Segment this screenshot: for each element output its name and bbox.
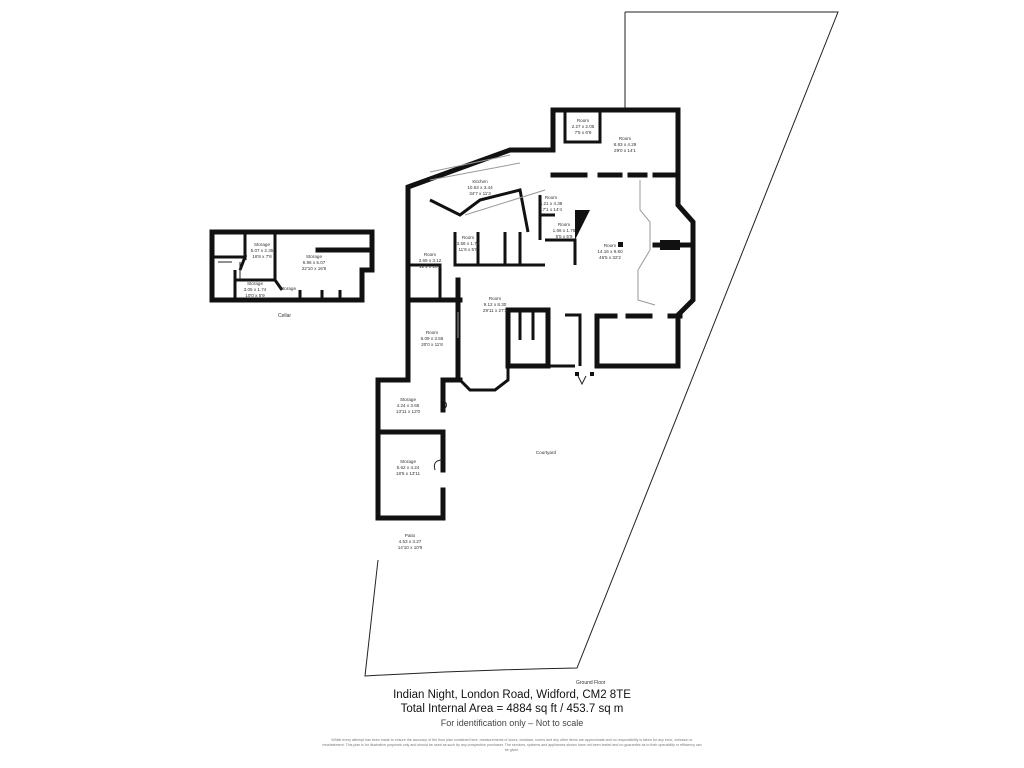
courtyard-boundary: [364, 11, 839, 677]
svg-text:11'9 x 5'9: 11'9 x 5'9: [458, 247, 477, 252]
svg-text:Storage: Storage: [280, 286, 297, 291]
ground-floor-label: Ground Floor: [576, 680, 606, 686]
svg-text:Storage: Storage: [247, 281, 264, 286]
svg-text:Room: Room: [462, 235, 474, 240]
svg-text:Kitchen: Kitchen: [472, 179, 488, 184]
svg-text:Patio: Patio: [405, 533, 416, 538]
svg-text:12'1 x 10'3: 12'1 x 10'3: [419, 264, 441, 269]
svg-text:14'10 x 10'9: 14'10 x 10'9: [398, 545, 423, 550]
svg-text:10.53 x 3.44: 10.53 x 3.44: [467, 185, 493, 190]
svg-text:6.09 x 3.56: 6.09 x 3.56: [421, 336, 444, 341]
svg-text:29'11 x 27'3: 29'11 x 27'3: [483, 308, 508, 313]
svg-text:Storage: Storage: [400, 459, 417, 464]
svg-text:7'5 x 6'9: 7'5 x 6'9: [575, 130, 592, 135]
svg-text:Room: Room: [545, 195, 557, 200]
svg-text:17'1 x 14'4: 17'1 x 14'4: [540, 207, 562, 212]
svg-text:4.53 x 3.27: 4.53 x 3.27: [399, 539, 422, 544]
ground-floor-walls: [375, 107, 696, 521]
svg-text:Storage: Storage: [254, 242, 271, 247]
svg-text:Storage: Storage: [400, 397, 417, 402]
svg-text:5.62 x 4.24: 5.62 x 4.24: [397, 465, 420, 470]
svg-text:2.27 x 2.05: 2.27 x 2.05: [572, 124, 595, 129]
svg-text:5.07 x 2.35: 5.07 x 2.35: [251, 248, 274, 253]
svg-text:6.96 x 5.07: 6.96 x 5.07: [303, 260, 326, 265]
svg-text:Room: Room: [577, 118, 589, 123]
svg-text:22'10 x 16'8: 22'10 x 16'8: [302, 266, 327, 271]
cellar-floor-label: Cellar: [278, 313, 292, 319]
svg-text:1.66 x 1.75: 1.66 x 1.75: [553, 228, 576, 233]
svg-text:3.69 x 3.12: 3.69 x 3.12: [419, 258, 442, 263]
svg-text:3.58 x 1.74: 3.58 x 1.74: [457, 241, 480, 246]
svg-text:13'11 x 12'0: 13'11 x 12'0: [396, 409, 421, 414]
svg-text:5'5 x 5'9: 5'5 x 5'9: [556, 234, 573, 239]
svg-text:3.05 x 1.74: 3.05 x 1.74: [244, 287, 267, 292]
svg-text:Room: Room: [426, 330, 438, 335]
room-label: Courtyard: [536, 450, 557, 455]
svg-text:18'5 x 13'11: 18'5 x 13'11: [396, 471, 421, 476]
identification-note: For identification only – Not to scale: [440, 718, 584, 728]
svg-text:Room: Room: [619, 136, 631, 141]
svg-text:10'0 x 5'9: 10'0 x 5'9: [245, 293, 265, 298]
cellar-walls: [209, 229, 375, 303]
svg-text:4.24 x 3.66: 4.24 x 3.66: [397, 403, 420, 408]
disclaimer: Whilst every attempt has been made to en…: [322, 738, 702, 752]
svg-text:20'0 x 11'8: 20'0 x 11'8: [421, 342, 443, 347]
svg-text:14.16 x 9.80: 14.16 x 9.80: [597, 249, 623, 254]
svg-text:Storage: Storage: [306, 254, 323, 259]
svg-text:Courtyard: Courtyard: [536, 450, 557, 455]
total-area: Total Internal Area = 4884 sq ft / 453.7…: [400, 703, 624, 715]
svg-text:9.12 x 8.30: 9.12 x 8.30: [484, 302, 507, 307]
svg-text:8.83 x 4.29: 8.83 x 4.29: [614, 142, 637, 147]
property-address: Indian Night, London Road, Widford, CM2 …: [393, 689, 631, 701]
svg-text:29'0 x 14'1: 29'0 x 14'1: [614, 148, 636, 153]
svg-text:Room: Room: [558, 222, 570, 227]
svg-text:16'8 x 7'8: 16'8 x 7'8: [252, 254, 272, 259]
svg-text:5.21 x 4.38: 5.21 x 4.38: [540, 201, 563, 206]
svg-text:46'5 x 32'2: 46'5 x 32'2: [599, 255, 621, 260]
room-label: Storage: [280, 286, 297, 291]
svg-text:34'7 x 11'3: 34'7 x 11'3: [469, 191, 491, 196]
svg-text:Room: Room: [604, 243, 616, 248]
svg-text:Room: Room: [424, 252, 436, 257]
svg-text:Room: Room: [489, 296, 501, 301]
